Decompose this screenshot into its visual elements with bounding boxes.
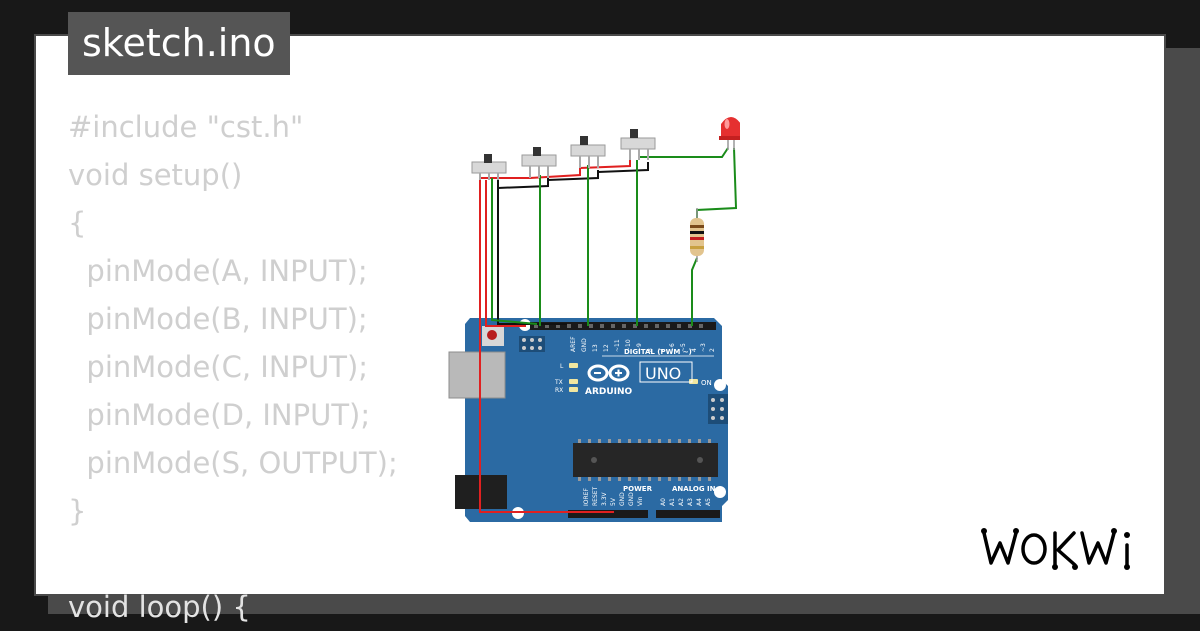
code-line: pinMode(C, INPUT);: [68, 350, 369, 384]
on-label: ON: [701, 379, 712, 387]
pin-label: ~10: [625, 339, 632, 352]
icsp-header-2: [708, 394, 728, 424]
pin-label: 7: [658, 348, 665, 352]
pin-label: RESET: [592, 486, 599, 506]
code-preview: #include "cst.h" void setup() { pinMode(A,…: [68, 103, 398, 631]
brand-label: ARDUINO: [585, 387, 633, 397]
slide-switch[interactable]: [521, 147, 557, 178]
icsp-header: [519, 336, 545, 352]
code-line: }: [68, 494, 87, 528]
wokwi-logo[interactable]: [978, 523, 1148, 573]
circuit-diagram: AREF GND 13 12 ~11 ~10 ~9 8 7 ~6 ~5 4 ~3…: [448, 117, 740, 522]
model-label: UNO: [645, 364, 681, 383]
usb-port: [448, 351, 506, 399]
power-label: POWER: [623, 485, 653, 493]
pin-label: ~5: [680, 343, 687, 352]
pin-label: A1: [669, 498, 676, 506]
power-header: [568, 510, 648, 518]
power-wire: [479, 176, 614, 513]
arduino-logo-icon: [587, 364, 630, 382]
pin-label: GND: [581, 338, 588, 352]
arduino-uno-board[interactable]: AREF GND 13 12 ~11 ~10 ~9 8 7 ~6 ~5 4 ~3…: [448, 318, 728, 522]
pin-label: A5: [705, 498, 712, 506]
pin-label: GND: [619, 492, 626, 506]
l-led: [569, 363, 578, 368]
pin-label: A4: [696, 498, 703, 506]
rx-led: [569, 387, 578, 392]
signal-wire: [491, 178, 538, 325]
pin-label: GND: [628, 492, 635, 506]
l-led-label: L: [560, 363, 564, 370]
tx-label: TX: [554, 379, 563, 386]
analog-label: ANALOG IN: [672, 485, 716, 493]
code-line: [68, 535, 398, 583]
pin-label: 12: [603, 344, 610, 352]
digital-label: DIGITAL (PWM ~): [624, 348, 692, 356]
ground-wire: [497, 178, 567, 325]
pin-label: ~9: [636, 343, 643, 352]
pin-label: 4: [691, 348, 698, 352]
pin-label: 5V: [610, 497, 617, 506]
code-line: #include "cst.h": [68, 110, 304, 144]
atmega-chip: [573, 443, 718, 477]
pin-label: AREF: [570, 336, 577, 352]
code-line: void setup(): [68, 158, 243, 192]
pin-label: A3: [687, 498, 694, 506]
slide-switch[interactable]: [471, 154, 507, 180]
resistor[interactable]: [690, 208, 704, 262]
code-line: void loop() {: [68, 590, 251, 624]
pin-label: ~6: [669, 343, 676, 352]
analog-header: [656, 510, 720, 518]
pin-label: 3.3V: [601, 491, 608, 506]
pin-label: A2: [678, 498, 685, 506]
code-line: pinMode(S, OUTPUT);: [68, 446, 398, 480]
pin-label: ~11: [614, 339, 621, 352]
filename-tab[interactable]: sketch.ino: [68, 12, 290, 75]
slide-switch[interactable]: [570, 136, 606, 168]
pin-label: IOREF: [583, 488, 590, 506]
tx-led: [569, 379, 578, 384]
pin-label: 2: [709, 348, 716, 352]
code-line: pinMode(B, INPUT);: [68, 302, 368, 336]
slide-switch[interactable]: [620, 129, 656, 160]
on-led: [689, 379, 698, 384]
code-line: pinMode(A, INPUT);: [68, 254, 368, 288]
pin-label: 13: [592, 344, 599, 352]
red-led[interactable]: [719, 117, 740, 150]
pin-label: 8: [647, 348, 654, 352]
pin-label: Vin: [637, 496, 644, 506]
code-line: pinMode(D, INPUT);: [68, 398, 371, 432]
pin-label: ~3: [700, 343, 707, 352]
code-line: {: [68, 206, 87, 240]
pin-label: A0: [660, 498, 667, 506]
rx-label: RX: [555, 387, 563, 394]
